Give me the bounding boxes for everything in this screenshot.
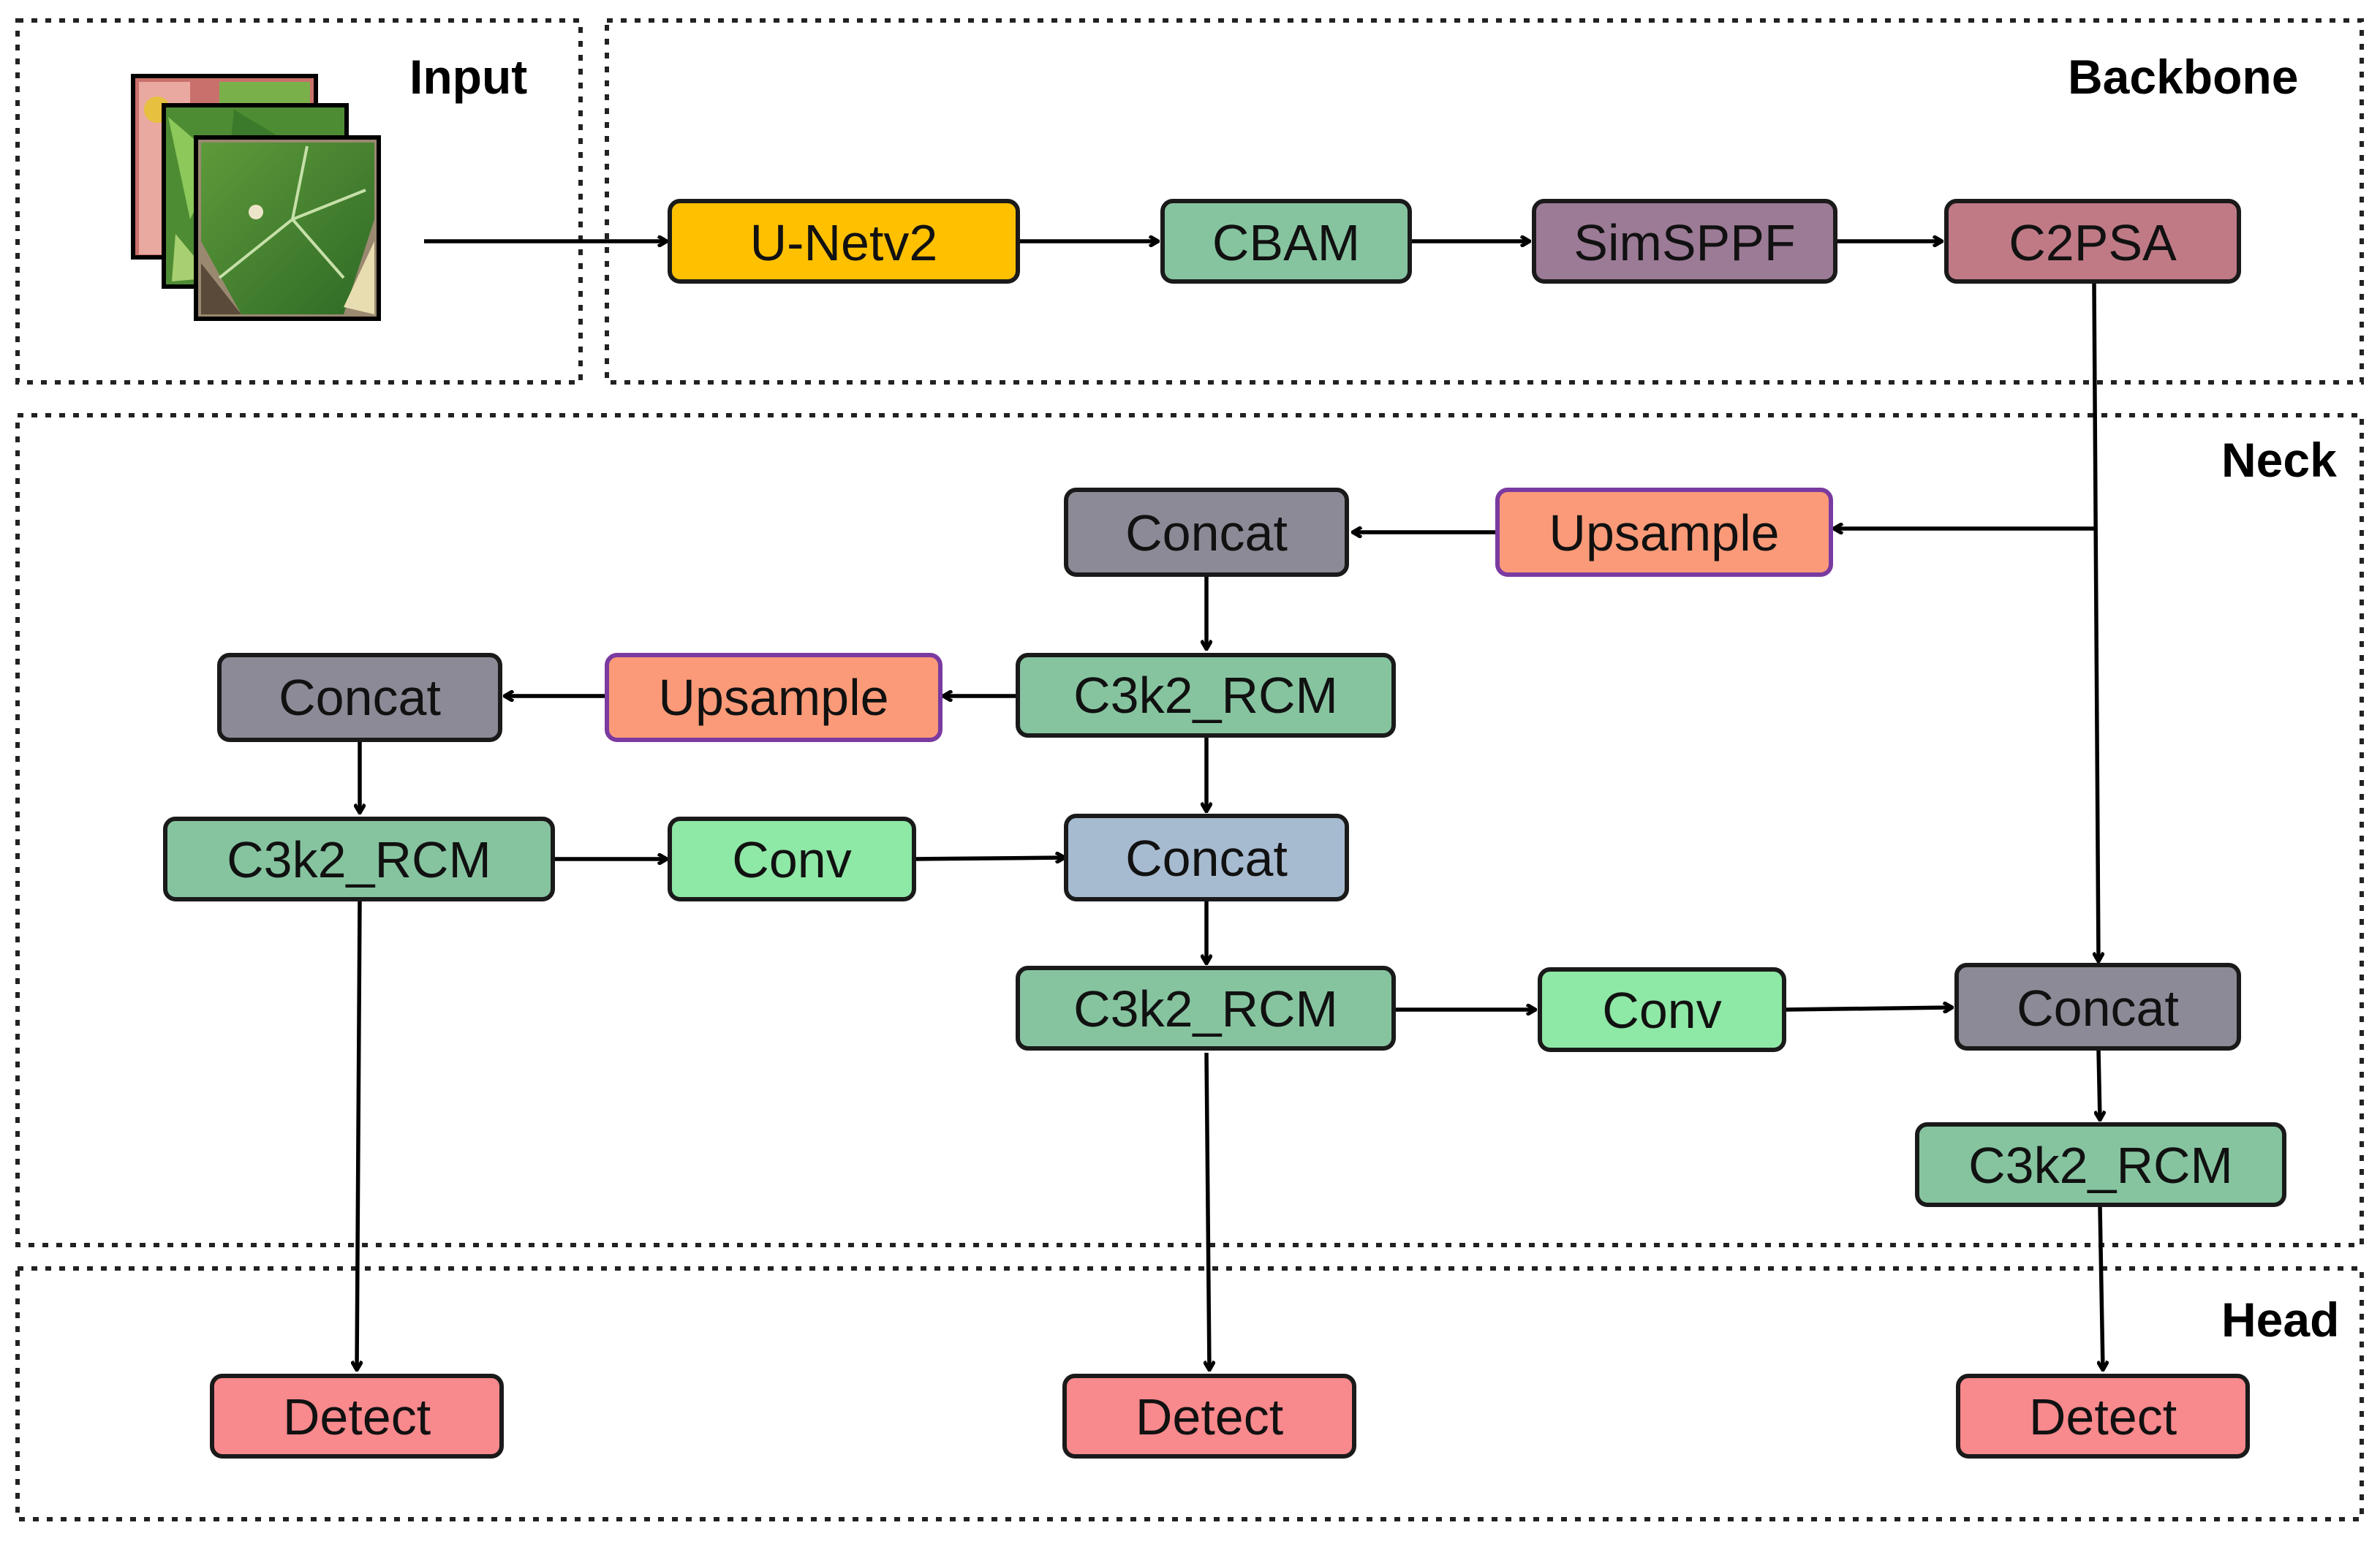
input-section <box>15 18 583 385</box>
node-conv-left: Conv <box>668 817 916 901</box>
node-concat-right: Concat <box>1954 963 2241 1051</box>
edge-c3k2-right-to-detect-right <box>2100 1206 2103 1370</box>
backbone-title: Backbone <box>2068 50 2298 104</box>
edge-conv-right-to-concat-right <box>1783 1007 1952 1010</box>
node-simsppf-label: SimSPPF <box>1574 214 1795 271</box>
node-c3k2-center: C3k2_RCM <box>1016 966 1396 1051</box>
node-c3k2-left-label: C3k2_RCM <box>227 831 491 888</box>
node-concat-top: Concat <box>1064 488 1349 577</box>
node-concat-left-label: Concat <box>279 669 441 726</box>
node-detect-right: Detect <box>1956 1374 2250 1459</box>
node-c3k2-right-label: C3k2_RCM <box>1968 1137 2233 1194</box>
node-cbam: CBAM <box>1160 199 1412 284</box>
node-simsppf: SimSPPF <box>1532 199 1837 284</box>
node-c2psa-label: C2PSA <box>2009 214 2177 271</box>
edge-concat-right-to-c3k2-right <box>2098 1049 2100 1120</box>
node-unetv2-label: U-Netv2 <box>750 214 938 271</box>
node-concat-center-label: Concat <box>1125 830 1288 887</box>
nodes: U-Netv2 CBAM SimSPPF C2PSA Concat Upsamp… <box>163 199 2286 1459</box>
node-upsample-top: Upsample <box>1495 488 1833 577</box>
input-image-front <box>194 135 381 321</box>
node-unetv2: U-Netv2 <box>668 199 1020 284</box>
edge-conv-left-to-concat-center <box>913 858 1065 859</box>
node-detect-right-label: Detect <box>2029 1388 2177 1445</box>
edge-c2psa-down-to-concat-right <box>2092 283 2098 961</box>
node-detect-left-label: Detect <box>283 1388 431 1445</box>
node-c3k2-left: C3k2_RCM <box>163 817 555 901</box>
edges <box>357 241 2103 1370</box>
node-upsample-mid-label: Upsample <box>658 669 888 726</box>
node-concat-left: Concat <box>217 653 502 742</box>
node-conv-right: Conv <box>1538 967 1786 1052</box>
node-concat-top-label: Concat <box>1125 504 1288 561</box>
edge-c3k2-left-to-detect-left <box>357 900 360 1370</box>
node-concat-center: Concat <box>1064 814 1349 901</box>
node-conv-left-label: Conv <box>732 831 851 888</box>
node-upsample-mid: Upsample <box>605 653 942 742</box>
neck-title: Neck <box>2221 433 2337 487</box>
node-conv-right-label: Conv <box>1602 982 1721 1039</box>
input-title: Input <box>409 50 527 104</box>
node-c3k2-right: C3k2_RCM <box>1915 1122 2286 1207</box>
node-detect-left: Detect <box>210 1374 504 1459</box>
edge-c3k2-center-to-detect-center <box>1206 1052 1209 1370</box>
node-c3k2-mid-top-label: C3k2_RCM <box>1073 667 1338 724</box>
node-c3k2-center-label: C3k2_RCM <box>1073 980 1338 1037</box>
head-section <box>15 1266 2364 1521</box>
head-title: Head <box>2221 1293 2339 1347</box>
node-upsample-top-label: Upsample <box>1549 504 1779 561</box>
backbone-section <box>605 18 2364 385</box>
node-detect-center-label: Detect <box>1136 1388 1283 1445</box>
node-c3k2-mid-top: C3k2_RCM <box>1016 653 1396 738</box>
node-concat-right-label: Concat <box>2017 980 2179 1037</box>
neck-section <box>15 413 2364 1247</box>
node-c2psa: C2PSA <box>1944 199 2241 284</box>
node-cbam-label: CBAM <box>1212 214 1360 271</box>
node-detect-center: Detect <box>1062 1374 1356 1459</box>
input-image-stack <box>131 74 381 321</box>
